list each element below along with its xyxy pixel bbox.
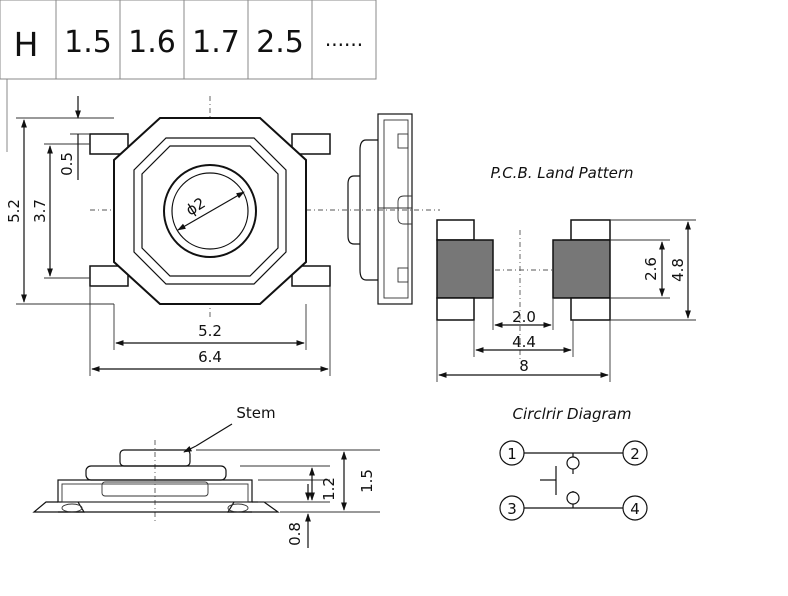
dim-total-height-side: 1.5 (358, 469, 376, 493)
table-value-1: 1.5 (64, 25, 112, 60)
dim-total-height: 4.8 (669, 258, 687, 282)
table-value-2: 1.6 (128, 25, 176, 60)
leg-left (32, 501, 86, 513)
dim-width-total: 6.4 (198, 348, 222, 366)
stem-label: Stem (236, 404, 275, 422)
dim-base-height: 0.8 (286, 522, 304, 546)
side-body (377, 113, 413, 305)
dim-height-outer: 5.2 (5, 199, 23, 223)
top-view: ϕ2 5.2 3.7 0.5 5.2 6.4 (5, 96, 331, 376)
contact-top (566, 456, 580, 470)
pad-right-main (552, 239, 611, 299)
height-table: H 1.5 1.6 1.7 2.5 ...... (0, 0, 377, 152)
pin-1-label: 1 (507, 445, 517, 463)
table-frame (0, 0, 377, 80)
dim-stem-height: 1.2 (320, 477, 338, 501)
dim-pad-height: 2.6 (642, 257, 660, 281)
dim-center: 4.4 (512, 333, 536, 351)
table-header-h: H (14, 25, 39, 64)
pcb-title: P.C.B. Land Pattern (490, 164, 633, 182)
pin-4-label: 4 (630, 500, 640, 518)
dim-height-inner: 3.7 (31, 199, 49, 223)
actuator-inner-circle (171, 172, 249, 250)
actuator-outer-circle (163, 164, 257, 258)
dim-gap: 2.0 (512, 308, 536, 326)
dim-offset: 0.5 (58, 152, 76, 176)
contact-bottom (566, 491, 580, 505)
pad-right-bottom (570, 297, 611, 321)
leg-right (226, 501, 280, 513)
pin-3 (499, 495, 525, 521)
cover (85, 465, 227, 481)
pin-2 (622, 440, 648, 466)
pin-2-label: 2 (630, 445, 640, 463)
pad-left-bottom (436, 297, 475, 321)
pin-1 (499, 440, 525, 466)
side-actuator (347, 175, 360, 245)
terminal-top-left (89, 133, 129, 155)
pin-3-label: 3 (507, 500, 517, 518)
side-view-vertical (330, 113, 440, 305)
pad-left-top (436, 219, 475, 241)
switch-inner-frame (133, 137, 287, 285)
terminal-top-right (291, 133, 331, 155)
pin-4 (622, 495, 648, 521)
table-value-3: 1.7 (192, 25, 240, 60)
pad-right-top (570, 219, 611, 241)
pad-left-main (436, 239, 494, 299)
dim-width-body: 5.2 (198, 322, 222, 340)
pcb-land-pattern: P.C.B. Land Pattern 2.6 4.8 2.0 4.4 (436, 164, 696, 382)
table-value-4: 2.5 (256, 25, 304, 60)
circuit-title: Circlrir Diagram (513, 405, 632, 423)
dim-total-width: 8 (519, 357, 529, 375)
table-value-more: ...... (325, 27, 363, 51)
side-view: Stem 1.2 1.5 0.8 (32, 404, 380, 548)
circuit-diagram: Circlrir Diagram 1 2 3 4 (499, 405, 648, 521)
